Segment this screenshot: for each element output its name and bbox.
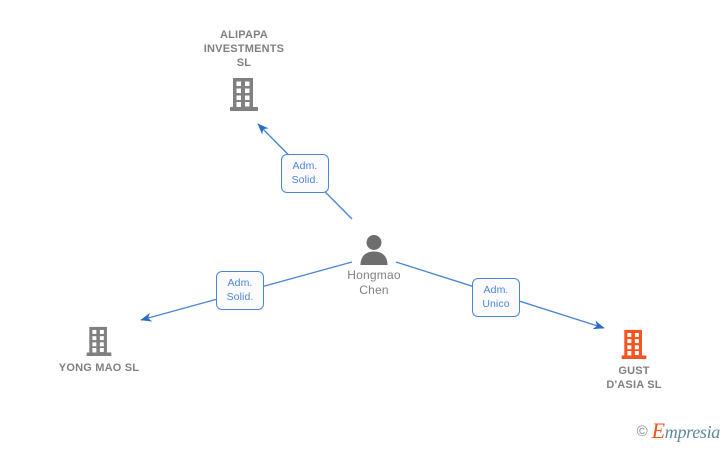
- edge-label-alipapa[interactable]: Adm. Solid.: [281, 154, 329, 193]
- edge-label-gust-dasia[interactable]: Adm. Unico: [472, 278, 520, 317]
- copyright-icon: ©: [636, 422, 648, 440]
- building-icon: [19, 325, 179, 357]
- building-icon: [164, 70, 324, 112]
- edge-label-line1: Adm.: [483, 284, 509, 296]
- node-label-alipapa: ALIPAPA INVESTMENTS SL: [203, 29, 285, 69]
- node-gust-dasia-sl[interactable]: GUST D'ASIA SL: [554, 328, 714, 392]
- empresia-watermark: © Empresia: [636, 418, 721, 444]
- node-hongmao-chen[interactable]: Hongmao Chen: [294, 234, 454, 298]
- node-label-hongmao-chen: Hongmao Chen: [347, 268, 401, 297]
- node-label-yong-mao: YONG MAO SL: [58, 362, 140, 374]
- node-yong-mao-sl[interactable]: YONG MAO SL: [19, 325, 179, 375]
- person-icon: [294, 234, 454, 266]
- edge-label-line2: Solid.: [226, 291, 254, 303]
- building-icon: [554, 328, 714, 360]
- edge-label-line1: Adm.: [292, 160, 318, 172]
- node-label-gust-dasia: GUST D'ASIA SL: [606, 365, 662, 391]
- edge-label-line2: Unico: [482, 298, 510, 310]
- edge-label-line2: Solid.: [291, 174, 319, 186]
- brand-initial: E: [651, 418, 665, 443]
- edge-label-yong-mao[interactable]: Adm. Solid.: [216, 271, 264, 310]
- edge-label-line1: Adm.: [227, 277, 253, 289]
- node-alipapa-investments-sl[interactable]: ALIPAPA INVESTMENTS SL: [164, 28, 324, 112]
- brand-logo: Empresia: [651, 418, 721, 444]
- brand-rest: mpresia: [664, 422, 721, 442]
